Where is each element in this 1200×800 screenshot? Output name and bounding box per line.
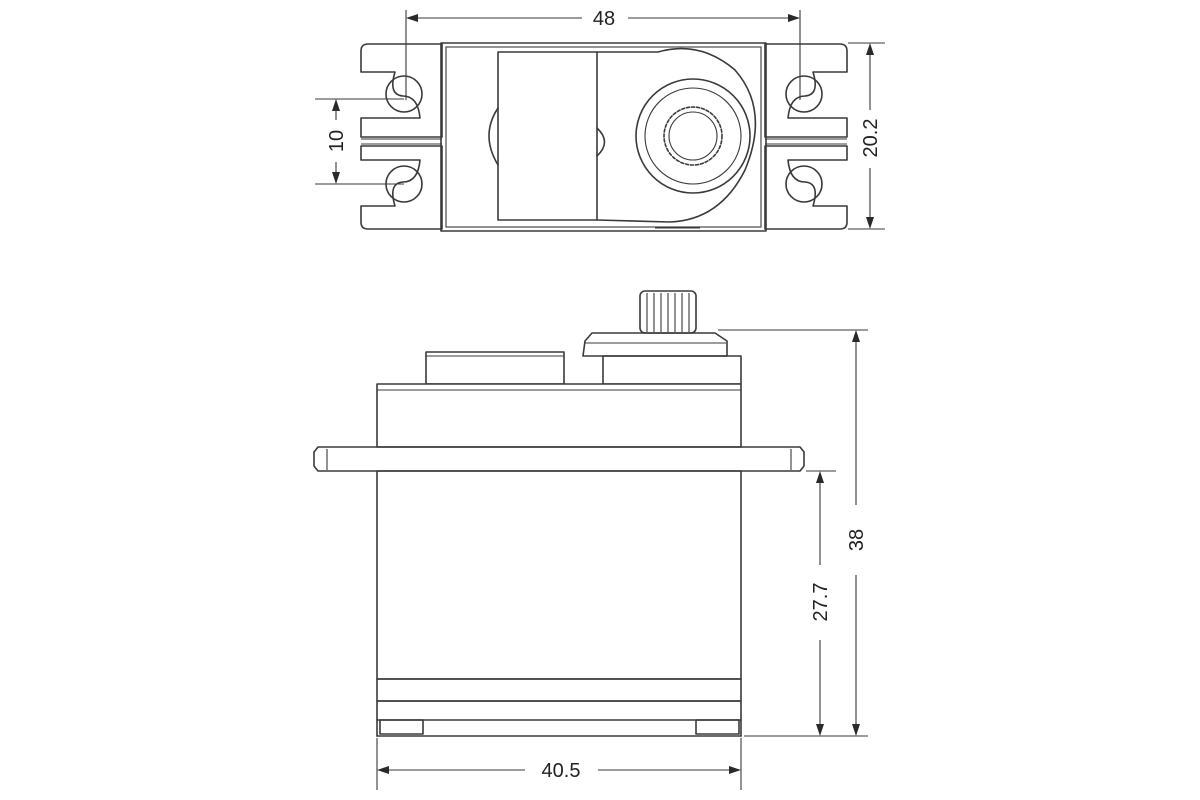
- dim-top-width: 48: [405, 8, 801, 100]
- side-view-flange: [313, 446, 805, 472]
- top-view-shaft-outer: [635, 78, 751, 194]
- top-view: [360, 42, 848, 232]
- top-view-left-ear: [360, 43, 443, 138]
- dim-top-height: 20.2: [848, 42, 885, 230]
- top-view-left-hole-upper: [385, 75, 423, 113]
- dim-side-body-height-label: 27.7: [810, 583, 832, 622]
- dim-hole-spacing: 10: [315, 98, 404, 185]
- dim-side-width-label: 40.5: [542, 760, 581, 782]
- dim-side-width: 40.5: [376, 738, 742, 790]
- top-view-right-ear: [764, 43, 848, 138]
- top-view-left-ear-lower: [360, 145, 443, 230]
- side-view-upper-case: [376, 383, 742, 448]
- top-view-right-hole-lower: [785, 165, 823, 203]
- side-view: [313, 290, 805, 737]
- top-view-cover: [497, 51, 598, 221]
- dim-top-width-label: 48: [593, 8, 615, 30]
- side-view-collar: [582, 332, 728, 357]
- dim-side-body-height: 27.7: [806, 470, 836, 736]
- side-view-lower-case: [376, 470, 742, 680]
- dim-hole-spacing-label: 10: [326, 130, 348, 152]
- top-view-shaft-spline: [663, 106, 723, 166]
- top-view-right-hole-upper: [785, 75, 823, 113]
- dim-top-height-label: 20.2: [860, 119, 882, 158]
- dim-side-height: 38: [718, 329, 868, 737]
- top-view-right-ear-lower: [764, 145, 848, 230]
- top-view-body: [440, 42, 767, 232]
- dim-side-height-label: 38: [846, 529, 868, 551]
